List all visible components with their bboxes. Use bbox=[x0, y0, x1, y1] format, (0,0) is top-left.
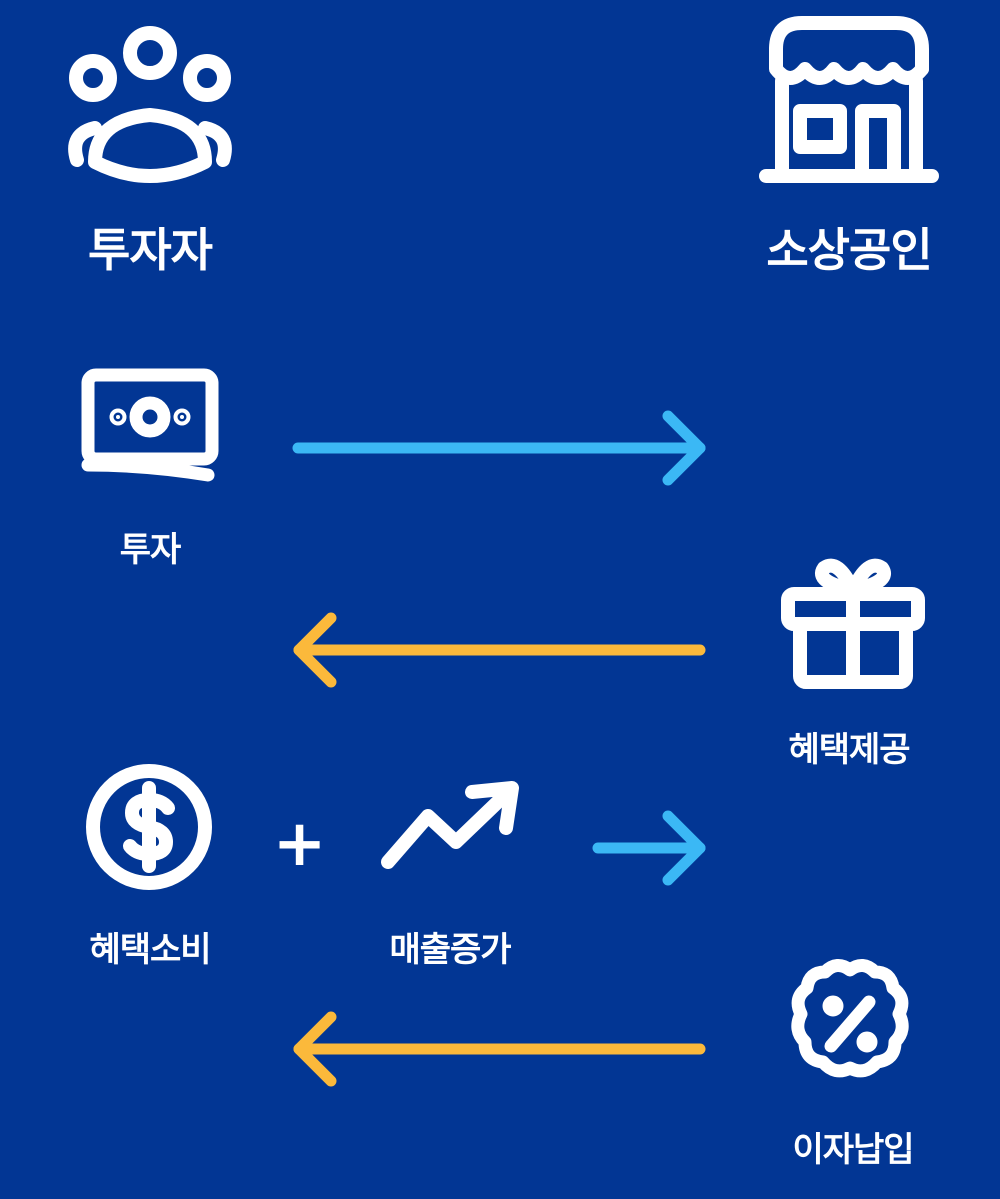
dollar-coin-icon bbox=[86, 764, 212, 890]
benefit-consume-label: 혜택소비 bbox=[89, 930, 211, 970]
plus-symbol: + bbox=[272, 807, 327, 881]
arrow-right-sales bbox=[592, 810, 706, 886]
people-group-icon bbox=[68, 26, 232, 183]
arrow-left-benefit bbox=[293, 612, 706, 688]
trend-up-icon bbox=[381, 781, 519, 869]
gift-icon bbox=[781, 558, 925, 689]
sales-increase-label: 매출증가 bbox=[389, 930, 511, 970]
arrow-left-interest bbox=[293, 1011, 706, 1087]
investor-label: 투자자 bbox=[88, 223, 213, 277]
merchant-label: 소상공인 bbox=[766, 223, 932, 277]
invest-label: 투자 bbox=[119, 530, 182, 570]
percent-badge-icon bbox=[791, 959, 909, 1078]
banknote-icon bbox=[81, 368, 219, 482]
arrow-right-invest bbox=[292, 410, 706, 486]
storefront-icon bbox=[759, 16, 939, 183]
benefit-provide-label: 혜택제공 bbox=[788, 730, 910, 770]
interest-payment-label: 이자납입 bbox=[792, 1130, 914, 1170]
